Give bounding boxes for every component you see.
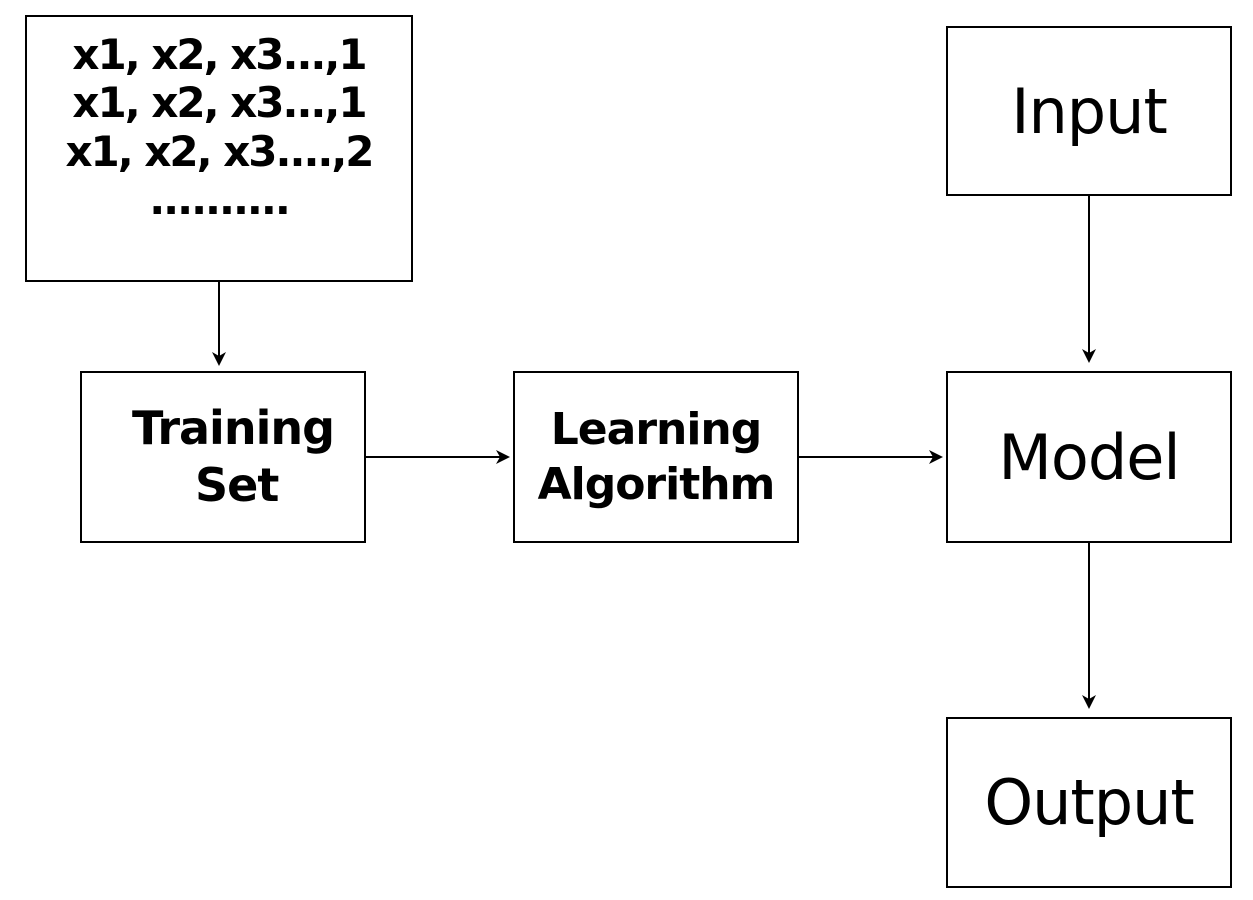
data-row-1: x1, x2, x3...,1: [72, 30, 367, 79]
learning-algorithm-label-line-2: Algorithm: [537, 459, 776, 510]
input-label: Input: [1011, 74, 1168, 148]
learning-algorithm-box: Learning Algorithm: [513, 371, 799, 543]
training-set-label-line-1: Training: [132, 400, 335, 455]
learning-algorithm-label-line-1: Learning: [550, 404, 762, 455]
data-row-ellipsis: ..........: [149, 174, 291, 224]
training-set-box: Training Set: [80, 371, 366, 543]
training-data-box: x1, x2, x3...,1 x1, x2, x3...,1 x1, x2, …: [25, 15, 413, 282]
data-row-3: x1, x2, x3....,2: [65, 126, 374, 176]
input-box: Input: [946, 26, 1232, 196]
model-box: Model: [946, 371, 1232, 543]
output-label: Output: [984, 766, 1194, 839]
training-set-label-line-2: Set: [195, 458, 279, 512]
output-box: Output: [946, 717, 1232, 888]
data-row-2: x1, x2, x3...,1: [72, 78, 367, 128]
model-label: Model: [998, 420, 1180, 494]
